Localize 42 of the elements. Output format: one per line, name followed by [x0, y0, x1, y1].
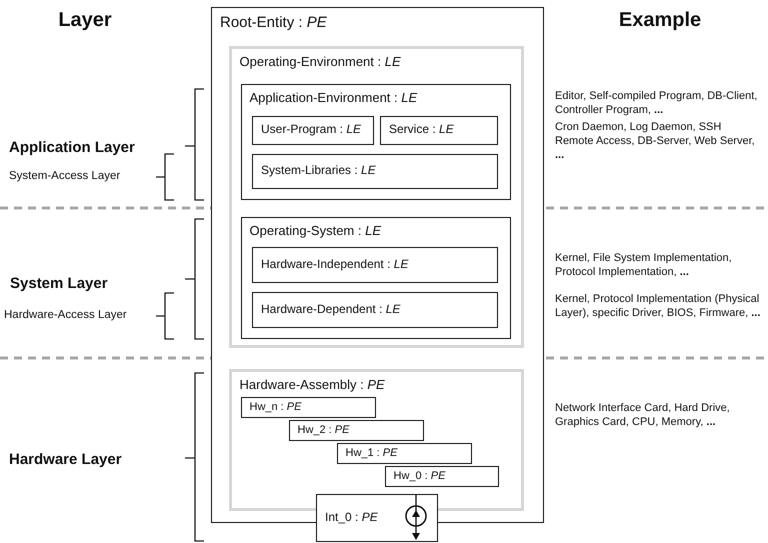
entity-box	[240, 216, 510, 338]
example-heading: Example	[618, 8, 702, 33]
entity-box	[240, 84, 510, 200]
entity-label: Application-Environment : LE	[250, 90, 418, 106]
entity-box	[380, 116, 498, 145]
entity-box	[336, 442, 472, 464]
layer-heading: Layer	[57, 8, 113, 33]
entity-label: Service : LE	[389, 123, 454, 137]
entity-label: Hardware-Independent : LE	[261, 258, 408, 272]
entity-box	[384, 466, 498, 486]
sublayer-name: System-Access Layer	[9, 169, 122, 184]
entity-box	[252, 154, 498, 189]
layer-name: Hardware Layer	[9, 451, 123, 470]
entity-box	[288, 420, 424, 440]
sublayer-name: Hardware-Access Layer	[4, 308, 128, 322]
example-text: Network Interface Card, Hard Drive, Graphics Card, CPU, Memory, ...	[555, 402, 731, 430]
entity-label: User-Program : LE	[261, 123, 362, 137]
entity-label: Hw_2 : PE	[298, 424, 350, 436]
entity-box	[252, 292, 498, 328]
entity-label: Hw_1 : PE	[346, 446, 398, 460]
example-text: Editor, Self-compiled Program, DB-Client, Controller Program, ...	[555, 90, 758, 118]
entity-box	[252, 116, 374, 145]
entity-box	[211, 7, 544, 523]
entity-label: Operating-Environment : LE	[240, 54, 401, 70]
entity-label: Hw_n : PE	[250, 400, 302, 414]
example-text: Kernel, File System Implementation, Protocol Implementation, ...	[555, 252, 733, 280]
entity-label: Root-Entity : PE	[220, 14, 327, 32]
entity-box	[316, 494, 438, 542]
environment-box	[228, 46, 524, 348]
example-text: Cron Daemon, Log Daemon, SSH Remote Access, DB-Server, Web Server, ...	[555, 121, 756, 162]
entity-box	[240, 396, 376, 418]
layer-name: System Layer	[10, 275, 109, 294]
entity-label: System-Libraries : LE	[261, 164, 376, 178]
entity-box	[252, 247, 498, 283]
environment-box	[228, 368, 524, 510]
entity-label: Hw_0 : PE	[394, 470, 446, 482]
example-text: Kernel, Protocol Implementation (Physical Layer), specific Driver, BIOS, Firmware, ...	[555, 293, 762, 320]
entity-label: Hardware-Assembly : PE	[240, 378, 385, 392]
entity-label: Hardware-Dependent : LE	[261, 302, 400, 316]
entity-label: Operating-System : LE	[250, 224, 382, 238]
entity-label: Int_0 : PE	[325, 510, 378, 524]
layer-name: Application Layer	[9, 139, 136, 158]
